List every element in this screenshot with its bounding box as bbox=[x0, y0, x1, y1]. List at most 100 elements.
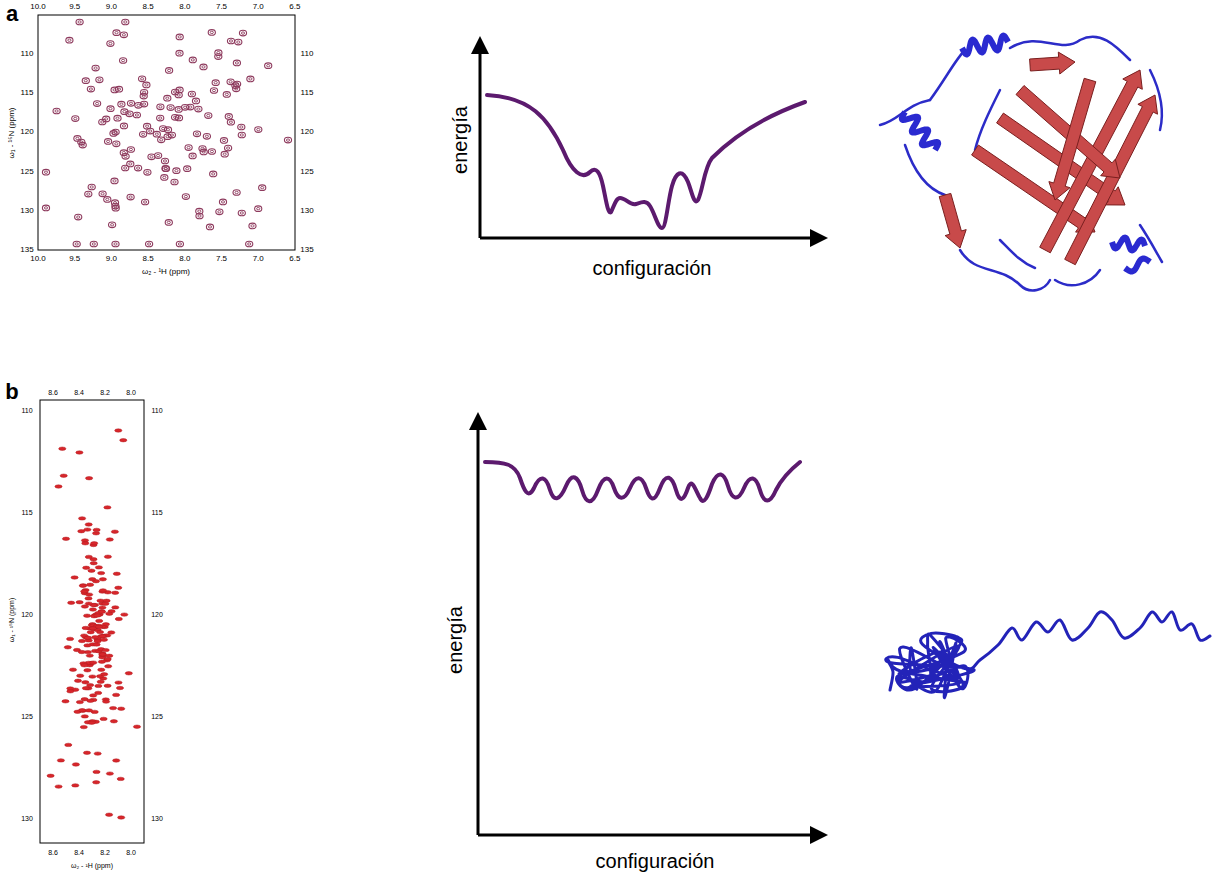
peak bbox=[165, 220, 172, 226]
peak-contour bbox=[229, 121, 232, 123]
peak-contour bbox=[160, 139, 163, 141]
peak bbox=[99, 653, 106, 656]
peak-contour bbox=[195, 106, 202, 112]
peak-contour bbox=[114, 243, 117, 245]
helix bbox=[1125, 259, 1150, 272]
peak-contour bbox=[77, 216, 80, 218]
peak-contour bbox=[142, 95, 145, 97]
peak bbox=[85, 597, 92, 600]
peak-contour bbox=[259, 185, 266, 191]
peak-contour bbox=[146, 171, 149, 173]
peak-contour bbox=[124, 167, 127, 169]
peak bbox=[120, 32, 127, 38]
tick-label: 125 bbox=[151, 713, 163, 720]
axis-line bbox=[480, 237, 815, 240]
peak-contour bbox=[215, 50, 222, 56]
peak-contour bbox=[208, 226, 211, 228]
peak bbox=[90, 241, 97, 247]
peak-contour bbox=[169, 106, 172, 108]
peak bbox=[192, 98, 199, 104]
loop bbox=[975, 90, 1000, 150]
peak-contour bbox=[246, 241, 253, 247]
peak bbox=[117, 777, 124, 780]
peak bbox=[42, 205, 49, 211]
peak bbox=[78, 139, 85, 145]
peak bbox=[142, 199, 149, 205]
peak-contour bbox=[193, 131, 200, 137]
peak bbox=[176, 50, 183, 56]
peak bbox=[76, 19, 83, 25]
peak-contour bbox=[92, 243, 95, 245]
peak-contour bbox=[229, 81, 232, 83]
axis-label: ω₂ - ¹H (ppm) bbox=[71, 862, 113, 869]
peak bbox=[64, 646, 71, 649]
peak-contour bbox=[265, 63, 272, 69]
peak-contour bbox=[164, 95, 171, 101]
peak-contour bbox=[233, 86, 240, 92]
axis-label: energía bbox=[445, 606, 465, 674]
peak bbox=[99, 578, 106, 581]
peak bbox=[203, 134, 210, 140]
peak-contour bbox=[237, 41, 240, 43]
peak-contour bbox=[109, 108, 112, 110]
peak-contour bbox=[140, 93, 147, 99]
peak bbox=[106, 813, 113, 816]
peak bbox=[255, 127, 262, 133]
peak-contour bbox=[175, 170, 178, 172]
peak bbox=[99, 635, 106, 638]
tick-label: 110 bbox=[301, 50, 314, 58]
peak bbox=[162, 166, 169, 172]
peak-contour bbox=[94, 101, 101, 107]
peak bbox=[57, 759, 64, 762]
peak-contour bbox=[206, 224, 213, 230]
peak-contour bbox=[144, 123, 151, 129]
peak-contour bbox=[189, 57, 196, 63]
peak-contour bbox=[225, 145, 232, 151]
peak bbox=[66, 37, 73, 43]
peak-contour bbox=[127, 194, 134, 200]
peak-contour bbox=[207, 114, 210, 116]
peak bbox=[105, 139, 112, 145]
peak-contour bbox=[82, 78, 89, 84]
peak-contour bbox=[96, 102, 99, 104]
tick-label: 115 bbox=[21, 89, 34, 97]
beta-strand bbox=[1030, 52, 1075, 74]
peak bbox=[94, 752, 101, 755]
peak-contour bbox=[120, 103, 123, 105]
peak-contour bbox=[174, 116, 177, 118]
peak-contour bbox=[191, 155, 194, 157]
peak bbox=[93, 528, 100, 531]
peak-contour bbox=[115, 32, 118, 34]
peak bbox=[126, 111, 133, 117]
tick-label: 8.6 bbox=[48, 389, 58, 396]
peak-contour bbox=[255, 206, 262, 212]
peak-contour bbox=[205, 135, 208, 137]
peak bbox=[88, 721, 95, 724]
tick-label: 120 bbox=[20, 128, 33, 136]
peak bbox=[86, 477, 93, 480]
peak-contour bbox=[126, 111, 133, 117]
peak-contour bbox=[143, 103, 146, 105]
peak bbox=[65, 743, 72, 746]
tick-label: 6.5 bbox=[289, 3, 300, 11]
peak bbox=[106, 538, 113, 541]
peak bbox=[153, 131, 160, 137]
peak bbox=[111, 530, 118, 533]
peak-contour bbox=[113, 180, 116, 182]
axis-line bbox=[478, 834, 815, 837]
peak-contour bbox=[111, 178, 118, 184]
peak bbox=[84, 636, 91, 639]
tick-label: 110 bbox=[151, 407, 162, 414]
peak-contour bbox=[155, 133, 158, 135]
peak bbox=[116, 686, 123, 689]
peak-contour bbox=[217, 52, 220, 54]
peak bbox=[227, 38, 234, 44]
peak bbox=[94, 614, 101, 617]
peak-contour bbox=[143, 82, 150, 88]
peak bbox=[81, 715, 88, 718]
peak bbox=[113, 141, 120, 147]
peak-contour bbox=[210, 171, 217, 177]
peak-contour bbox=[218, 211, 221, 213]
peak bbox=[106, 772, 113, 775]
peak-contour bbox=[142, 199, 149, 205]
